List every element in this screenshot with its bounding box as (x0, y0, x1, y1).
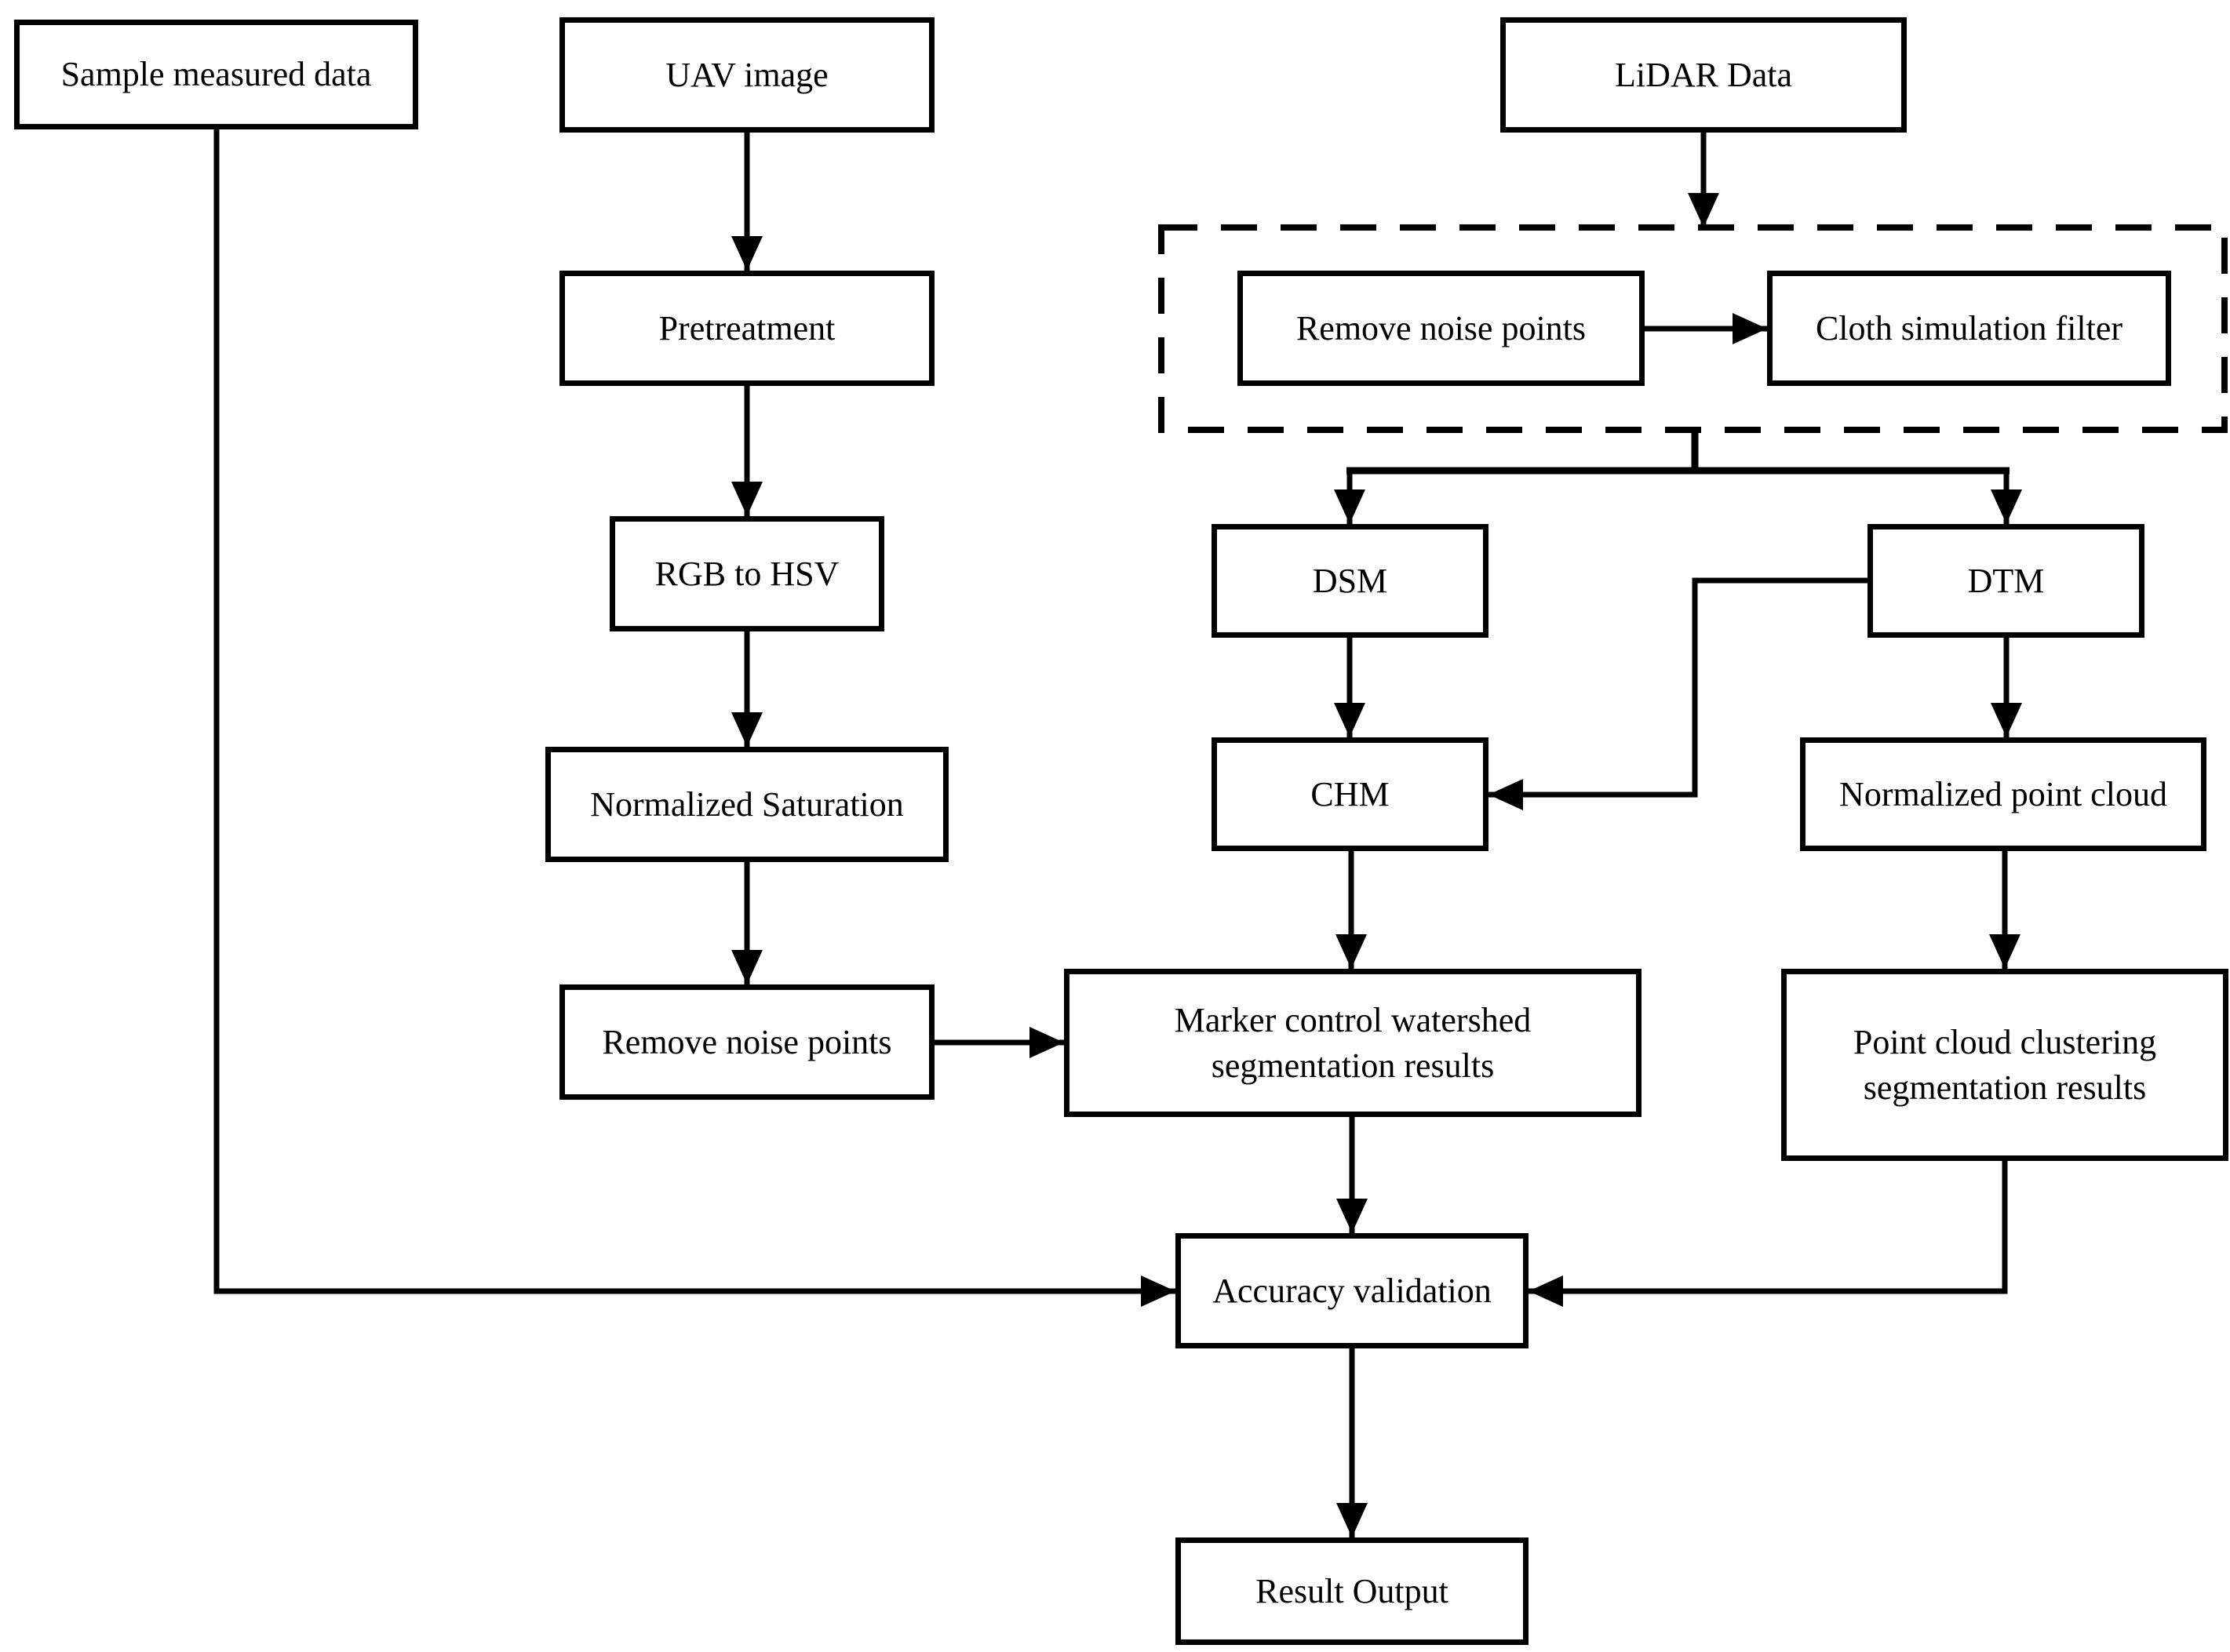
node-remove-noise-points-lidar: Remove noise points (1237, 271, 1645, 386)
node-remove-noise-points-uav: Remove noise points (559, 984, 935, 1100)
node-cloth-simulation-filter: Cloth simulation filter (1767, 271, 2171, 386)
edge-clustering-to-accuracy (1529, 1161, 2008, 1307)
node-sample-measured-data: Sample measured data (14, 20, 418, 129)
node-normalized-saturation: Normalized Saturation (545, 747, 949, 862)
node-normalized-point-cloud: Normalized point cloud (1800, 737, 2206, 851)
node-marker-control-watershed: Marker control watershed segmentation re… (1064, 969, 1642, 1117)
node-dsm: DSM (1212, 524, 1488, 638)
node-rgb-to-hsv: RGB to HSV (610, 516, 884, 631)
node-accuracy-validation: Accuracy validation (1175, 1233, 1529, 1348)
node-lidar-data: LiDAR Data (1500, 17, 1907, 133)
node-uav-image: UAV image (559, 17, 935, 133)
node-pretreatment: Pretreatment (559, 271, 935, 386)
node-chm: CHM (1212, 737, 1488, 851)
edge-sample-data-to-accuracy (213, 129, 1175, 1307)
node-point-cloud-clustering: Point cloud clustering segmentation resu… (1781, 969, 2228, 1161)
node-result-output: Result Output (1175, 1537, 1529, 1645)
edge-group-split-trunk (1346, 430, 2010, 475)
edge-dtm-to-chm (1488, 577, 1867, 810)
node-dtm: DTM (1867, 524, 2144, 638)
